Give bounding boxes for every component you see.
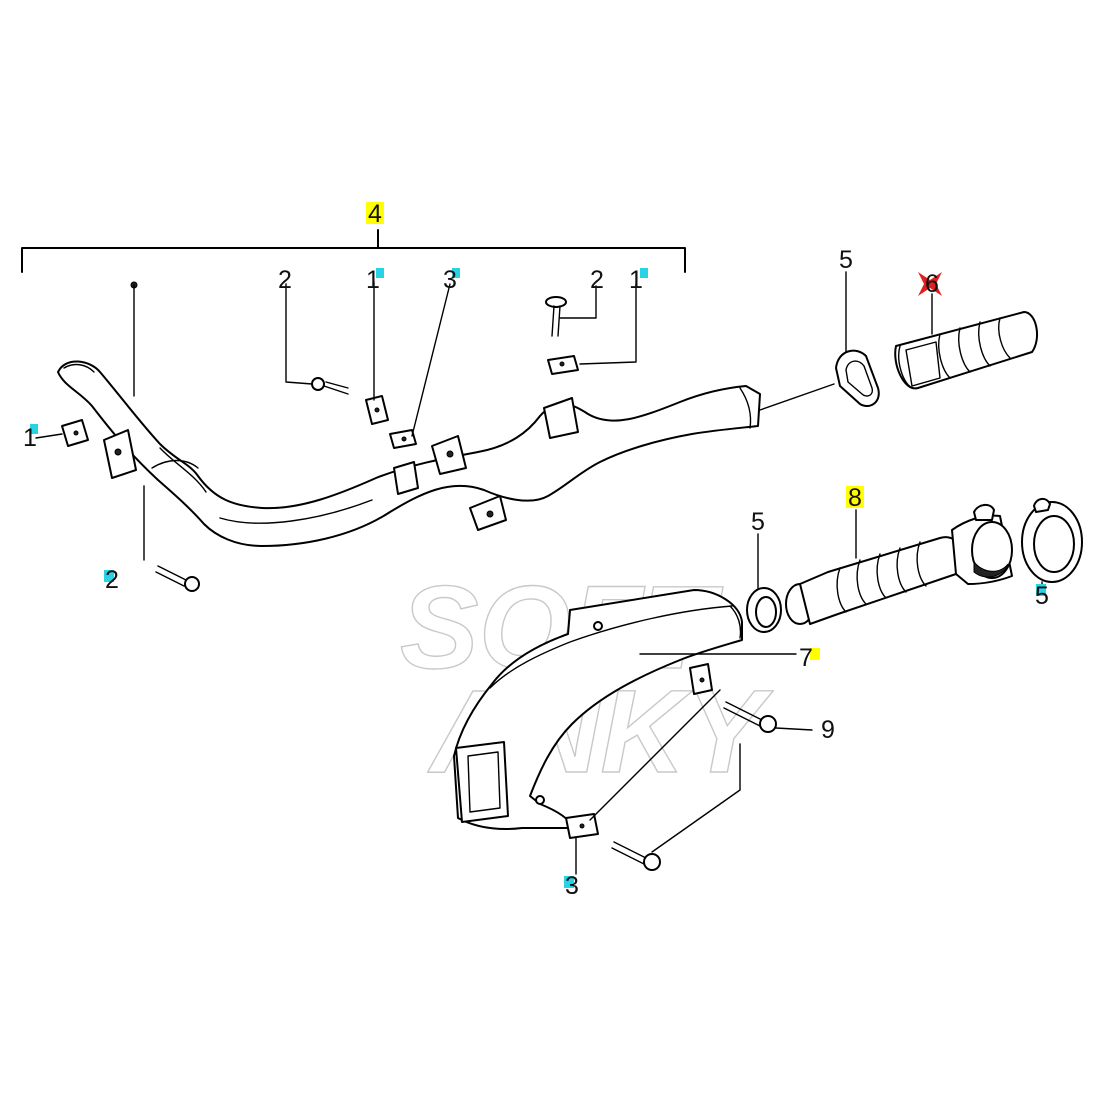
- svg-text:3: 3: [565, 872, 579, 900]
- callout-5-lower-left: 5: [751, 508, 765, 536]
- seal-ring-lower-left: [746, 533, 782, 633]
- svg-text:2: 2: [278, 266, 292, 294]
- callout-2-right: 2: [590, 266, 604, 294]
- callout-3-lower: 3: [564, 872, 579, 900]
- upper-air-duct: [57, 360, 835, 547]
- callout-3-upper: 3: [443, 266, 460, 294]
- screw-9-upper: [723, 701, 813, 733]
- callout-8: 8: [846, 484, 864, 512]
- svg-text:4: 4: [368, 200, 382, 228]
- clip-nut-3-upper: [389, 283, 451, 449]
- callout-1-right: 1: [629, 266, 648, 294]
- svg-text:5: 5: [751, 508, 765, 536]
- svg-text:1: 1: [23, 424, 37, 452]
- svg-text:5: 5: [1035, 582, 1049, 610]
- screw-2-top-right: [545, 285, 597, 337]
- callout-6: 6: [918, 270, 942, 298]
- screw-2-center: [285, 283, 349, 395]
- svg-text:2: 2: [590, 266, 604, 294]
- clip-nut-1-center: [365, 281, 389, 425]
- svg-text:5: 5: [839, 246, 853, 274]
- seal-ring-upper: [835, 271, 880, 407]
- svg-text:2: 2: [105, 566, 119, 594]
- assembly-bracket: [21, 229, 686, 273]
- callout-7: 7: [799, 644, 820, 672]
- clip-nut-1-left: [35, 419, 89, 447]
- callout-9: 9: [821, 716, 835, 744]
- svg-text:8: 8: [848, 484, 862, 512]
- screw-2-lower: [143, 485, 200, 592]
- svg-text:1: 1: [366, 266, 380, 294]
- callout-4: 4: [366, 200, 384, 228]
- screw-9-lower: [611, 743, 741, 871]
- clip-nut-7: [639, 653, 797, 695]
- elbow-connector: [951, 504, 1013, 585]
- svg-text:7: 7: [799, 644, 813, 672]
- clip-nut-3-lower: [565, 689, 721, 875]
- callout-5-upper: 5: [839, 246, 853, 274]
- seal-ring-lower-right: [1021, 498, 1083, 593]
- svg-text:6: 6: [925, 270, 939, 298]
- callout-5-lower-right: 5: [1035, 582, 1049, 610]
- callout-2-lower: 2: [104, 566, 119, 594]
- bellows-hose-upper: [894, 293, 1039, 390]
- clip-nut-1-right: [547, 283, 637, 375]
- duct-bracket: [103, 397, 579, 531]
- callout-2-center: 2: [278, 266, 292, 294]
- svg-text:3: 3: [443, 266, 457, 294]
- svg-text:9: 9: [821, 716, 835, 744]
- callout-1-center: 1: [366, 266, 384, 294]
- bellows-hose-lower: [785, 509, 965, 625]
- callout-1-left: 1: [23, 424, 38, 452]
- lower-air-duct: [453, 589, 743, 830]
- svg-text:1: 1: [629, 266, 643, 294]
